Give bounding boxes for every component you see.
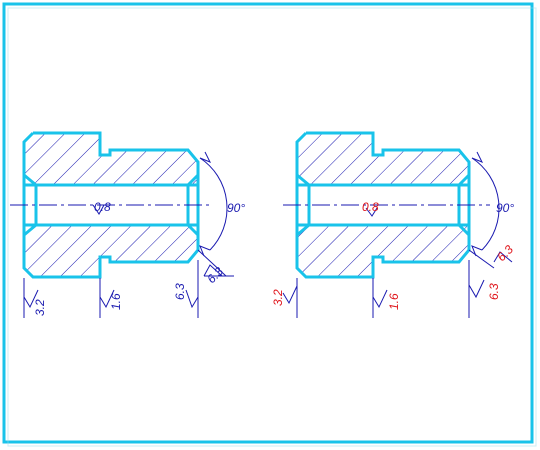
left-face-roughness: 3.2 (33, 299, 47, 316)
right-face-roughness: 3.2 (271, 289, 285, 306)
right-chamfer-roughness: 6.3 (494, 242, 516, 264)
left-part-section (10, 131, 212, 279)
right-part-section (283, 131, 490, 279)
left-groove-roughness: 1.6 (109, 293, 123, 310)
right-dimensions (296, 151, 500, 318)
sheet-border-shadow (7, 7, 537, 447)
right-roughness-symbols (282, 207, 513, 309)
right-angle-label: 90° (496, 201, 514, 215)
left-chamfer-roughness: 6.3 (204, 264, 226, 286)
left-roughness-symbols (23, 204, 223, 309)
left-top-section-outline (22, 131, 200, 279)
right-end-roughness: 6.3 (487, 283, 501, 300)
left-bore-roughness: 0.8 (94, 200, 111, 214)
left-dimensions (23, 151, 234, 318)
right-bore-roughness: 0.8 (362, 200, 379, 214)
left-angle-label: 90° (227, 201, 245, 215)
right-groove-roughness: 1.6 (387, 293, 401, 310)
left-end-roughness: 6.3 (173, 283, 187, 300)
right-section-outline (295, 131, 471, 279)
sheet-border (2, 2, 534, 444)
